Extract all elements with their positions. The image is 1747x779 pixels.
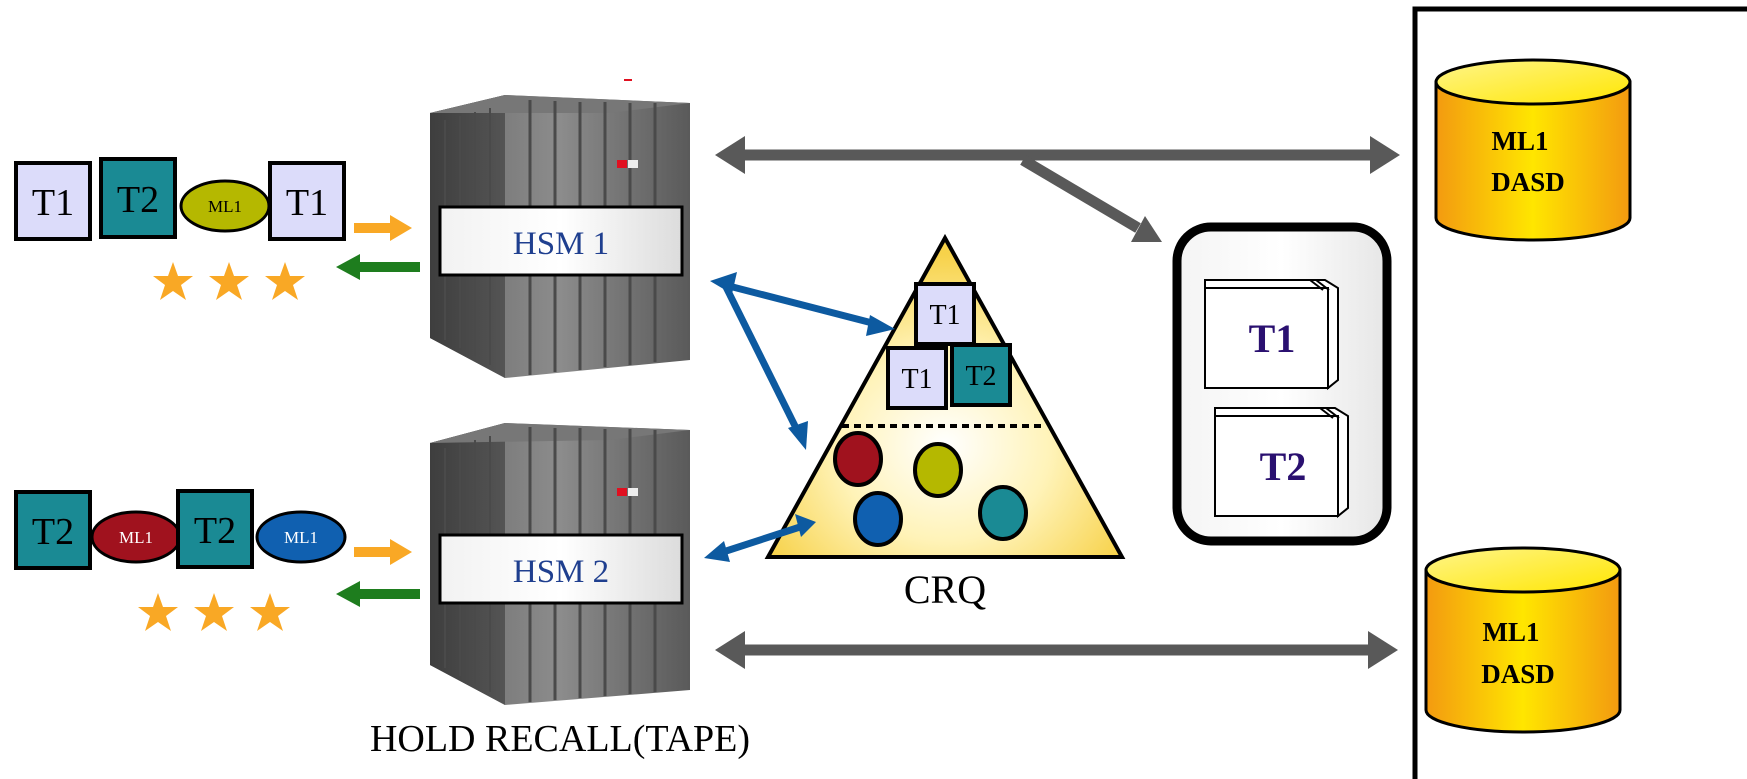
star-icon <box>194 593 234 631</box>
queue2: T2 ML1 T2 ML1 <box>14 489 347 570</box>
dasd-1-line2: DASD <box>1491 167 1565 197</box>
hsm2-label: HSM 2 <box>513 554 609 590</box>
hsm1-label-box <box>438 205 684 277</box>
queue2-ml1-oval-2 <box>255 510 347 564</box>
dasd-2 <box>1424 546 1622 734</box>
dasd-2-line2: DASD <box>1481 659 1555 689</box>
dasd-1-line1: ML1 <box>1492 126 1549 156</box>
hsm1-label: HSM 1 <box>513 226 609 262</box>
star-icon <box>250 593 290 631</box>
caption: HOLD RECALL(TAPE) <box>370 718 750 760</box>
queue2-stars <box>138 593 290 631</box>
hsm2-label-box <box>438 533 684 605</box>
library-tape-t2-label: T2 <box>1260 444 1307 489</box>
queue2-in-arrow <box>354 539 412 565</box>
dasd-1 <box>1434 58 1632 242</box>
queue2-tape-2 <box>176 489 254 569</box>
star-icon <box>153 262 193 300</box>
crq-label: CRQ <box>904 567 986 612</box>
queue1-in-arrow <box>354 215 412 241</box>
queue1-ml1-label: ML1 <box>208 197 242 216</box>
queue1-out-arrow <box>336 254 420 280</box>
queue2-tape-1-label: T2 <box>32 511 74 553</box>
dasd-2-line1: ML1 <box>1483 617 1540 647</box>
gray-arrows <box>715 136 1400 669</box>
queue1-tape-2-label: T2 <box>117 179 159 221</box>
queue1: T1 T2 ML1 T1 <box>14 157 346 241</box>
library-tape-t1-label: T1 <box>1249 316 1296 361</box>
queue1-tape-3-label: T1 <box>286 182 328 224</box>
queue1-tape-1-label: T1 <box>32 182 74 224</box>
queue1-tape-2 <box>99 157 177 239</box>
crq-request-red <box>833 431 883 487</box>
crq-tape-left-label: T1 <box>901 364 932 395</box>
queue1-stars <box>153 262 305 300</box>
queue2-tape-1 <box>14 490 92 570</box>
queue1-tape-1 <box>14 161 92 241</box>
star-icon <box>265 262 305 300</box>
queue2-ml1-label-1: ML1 <box>119 528 153 547</box>
queue1-tape-3 <box>268 161 346 241</box>
crq-request-blue <box>853 491 903 547</box>
star-icon <box>138 593 178 631</box>
star-icon <box>209 262 249 300</box>
queue2-ml1-label-2: ML1 <box>284 528 318 547</box>
queue2-tape-2-label: T2 <box>194 510 236 552</box>
queue2-out-arrow <box>336 581 420 607</box>
crq-tape-top <box>914 282 976 346</box>
library-cartridge-t1 <box>1204 279 1339 391</box>
crq-tape-right <box>950 343 1012 407</box>
crq-tape-top-label: T1 <box>929 300 960 331</box>
crq-tape-right-label: T2 <box>965 361 996 392</box>
crq-request-teal <box>978 485 1028 541</box>
crq-request-olive <box>913 442 963 498</box>
hsm-crq-arrows <box>704 272 895 562</box>
crq-tape-left <box>886 346 948 410</box>
library-cartridge-t2 <box>1214 407 1349 519</box>
